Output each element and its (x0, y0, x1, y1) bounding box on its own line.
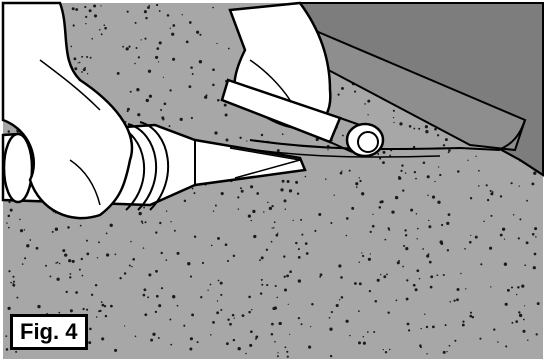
figure-label: Fig. 4 (10, 314, 88, 350)
